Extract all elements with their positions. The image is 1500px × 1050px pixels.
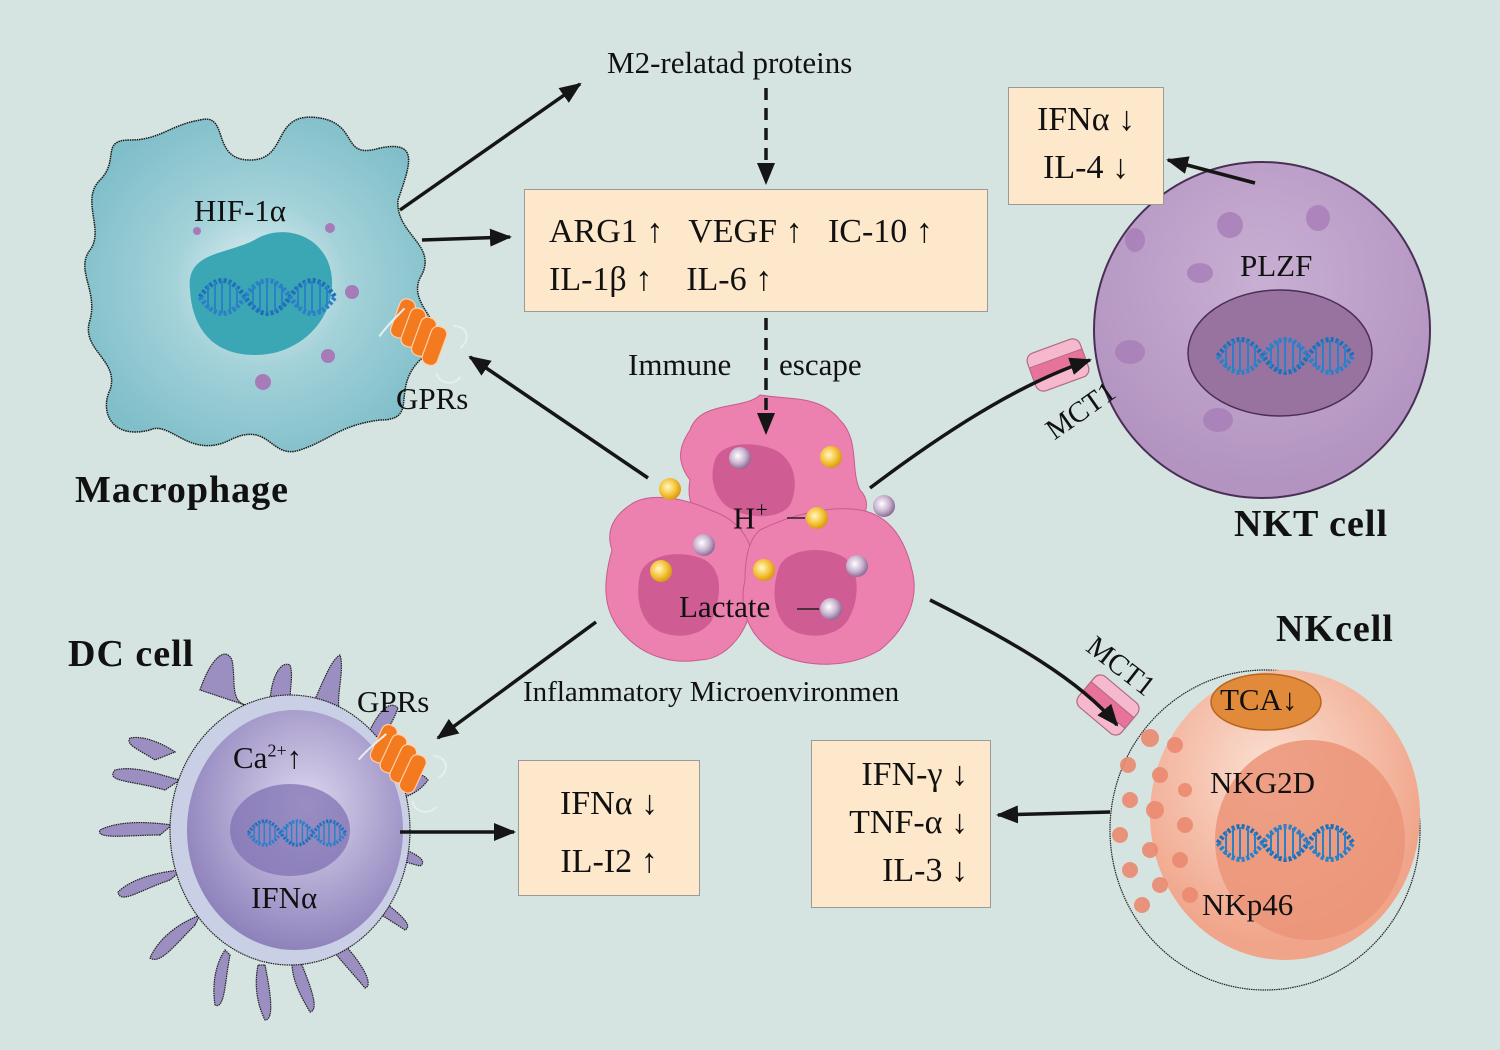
vegf-item: VEGF ↑ xyxy=(688,213,803,250)
nkg2d-label: NKG2D xyxy=(1210,765,1316,800)
nk-cell-title: NKcell xyxy=(1276,608,1394,650)
il1b-item: IL-1β ↑ xyxy=(549,261,653,298)
dc-gprs-label: GPRs xyxy=(357,684,430,719)
arrow-macrophage-to-m2 xyxy=(398,82,582,212)
dc-ifna-label: IFNα xyxy=(251,880,318,915)
il6-item: IL-6 ↑ xyxy=(686,261,773,298)
arrow-tumor-to-nk xyxy=(929,598,1119,727)
nk-ifng-item: IFN-γ ↓ xyxy=(861,756,968,793)
lactate-label: Lactate xyxy=(679,589,771,624)
immune-escape-right-label: escape xyxy=(779,347,862,382)
mct1-transporter-icon xyxy=(1024,336,1092,394)
arg1-item: ARG1 ↑ xyxy=(549,213,664,250)
lactate-particles xyxy=(693,447,895,620)
calcium-label: Ca2+↑ xyxy=(233,740,303,775)
dc-cell-title: DC cell xyxy=(68,633,195,675)
pathway-arrows xyxy=(398,82,1256,841)
nkt-cell xyxy=(1024,161,1431,499)
nkt-il4-item: IL-4 ↓ xyxy=(1043,149,1129,186)
dc-ifna-item: IFNα ↓ xyxy=(559,785,659,822)
inflammatory-microenvironment-caption: Inflammatory Microenvironmen xyxy=(523,676,900,708)
nkt-cytokine-box: IFNα ↓ IL-4 ↓ xyxy=(1008,87,1164,205)
ic10-item: IC-10 ↑ xyxy=(827,213,933,250)
macrophage-vesicles xyxy=(193,223,359,390)
plzf-label: PLZF xyxy=(1240,248,1313,283)
nkt-ifna-item: IFNα ↓ xyxy=(1036,101,1136,138)
macrophage-cytokine-box: ARG1 ↑ VEGF ↑ IC-10 ↑ IL-1β ↑ IL-6 ↑ xyxy=(524,189,988,312)
tumor-cell-cluster xyxy=(605,394,915,665)
macrophage-title: Macrophage xyxy=(75,469,290,511)
cytokine-row: IL-1β ↑ IL-6 ↑ xyxy=(549,256,987,304)
hif1a-label: HIF-1α xyxy=(194,193,287,228)
arrow-nkt-to-cytokines xyxy=(1166,156,1256,185)
dc-cytokine-box: IFNα ↓ IL-I2 ↑ xyxy=(518,760,700,896)
arrow-macrophage-to-cytokines xyxy=(421,228,512,247)
dc-cell xyxy=(99,653,461,1021)
nkt-cell-title: NKT cell xyxy=(1234,503,1389,545)
proton-label: H+ xyxy=(733,497,768,536)
arrow-tumor-to-nkt xyxy=(868,357,1092,490)
nk-cytokine-box: IFN-γ ↓ TNF-α ↓ IL-3 ↓ xyxy=(811,740,991,908)
arrow-tumor-to-macrophage xyxy=(468,355,649,480)
immune-escape-left-label: Immune xyxy=(628,347,732,382)
nk-il3-item: IL-3 ↓ xyxy=(882,852,968,889)
nk-cell xyxy=(1073,669,1421,991)
nkp46-label: NKp46 xyxy=(1202,887,1294,922)
m2-related-proteins-label: M2-relatad proteins xyxy=(607,45,853,80)
nk-tnfa-item: TNF-α ↓ xyxy=(849,804,968,841)
proton-particles xyxy=(650,446,842,582)
arrow-nk-to-cytokines xyxy=(996,805,1111,824)
dc-il12-item: IL-I2 ↑ xyxy=(560,843,658,880)
macrophage-gprs-label: GPRs xyxy=(396,381,469,416)
tca-label: TCA↓ xyxy=(1220,682,1298,717)
arrow-tumor-to-dc xyxy=(436,620,598,740)
macrophage-cell xyxy=(84,116,481,453)
cytokine-row: ARG1 ↑ VEGF ↑ IC-10 ↑ xyxy=(549,208,987,256)
